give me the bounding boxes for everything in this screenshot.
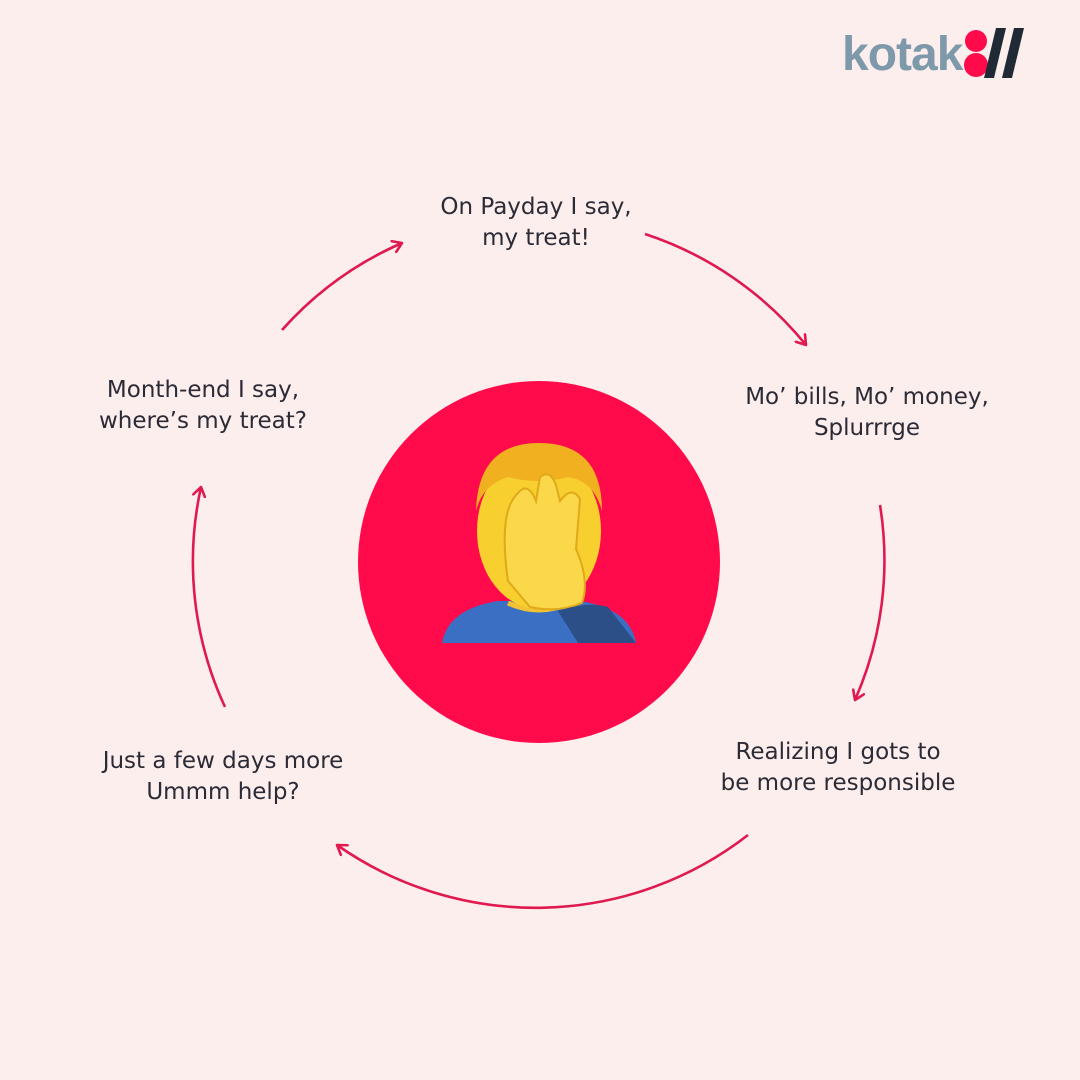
stage-line: Realizing I gots to — [735, 739, 941, 765]
center-circle — [358, 381, 720, 743]
arrow-monthend-to-payday — [281, 243, 402, 331]
stage-line: where’s my treat? — [98, 408, 308, 434]
arrow-payday-to-bills — [644, 232, 806, 345]
stage-bills: Mo’ bills, Mo’ money, Splurrrge — [745, 382, 989, 444]
stage-line: my treat! — [482, 225, 590, 251]
stage-line: Just a few days more — [102, 748, 344, 774]
man-facepalming-icon — [442, 443, 636, 643]
stage-line: Mo’ bills, Mo’ money, — [745, 384, 989, 410]
stage-payday: On Payday I say, my treat! — [440, 192, 631, 254]
stage-line: Ummm help? — [146, 779, 300, 805]
logo-wordmark: kotak — [842, 27, 963, 81]
kotak-logo: kotak — [842, 26, 1028, 82]
arrow-help-to-monthend — [191, 487, 227, 708]
arrow-bills-to-realizing — [855, 504, 886, 700]
stage-line: On Payday I say, — [440, 194, 632, 220]
stage-realizing: Realizing I gots to be more responsible — [721, 737, 956, 799]
stage-line: be more responsible — [720, 770, 956, 796]
stage-line: Splurrrge — [813, 415, 921, 441]
logo-mark-icon — [964, 28, 1025, 78]
stage-line: Month-end I say, — [106, 377, 300, 403]
arrow-realizing-to-help — [337, 833, 749, 910]
stage-monthend: Month-end I say, where’s my treat? — [99, 375, 307, 437]
stage-help: Just a few days more Ummm help? — [103, 746, 344, 808]
